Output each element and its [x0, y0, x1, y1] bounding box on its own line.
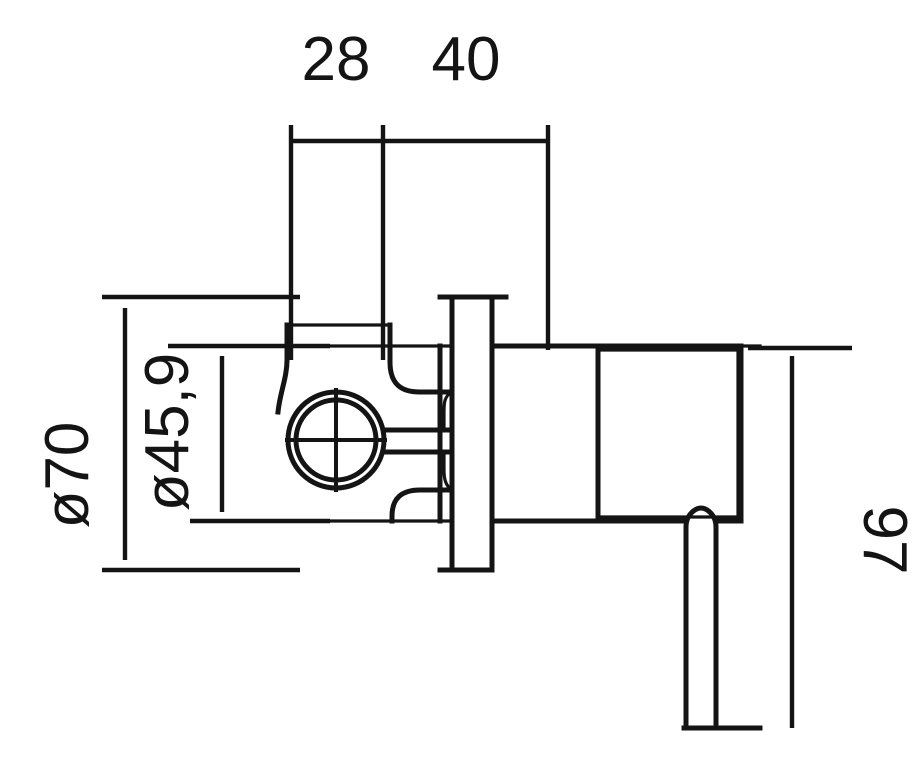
dimension-group-dia70: ø70: [33, 294, 300, 573]
dimension-label-28: 28: [302, 25, 371, 94]
dimension-group-top: 28 40: [288, 25, 551, 360]
outer-sleeve-inner-outline: [596, 348, 740, 519]
dimension-group-97: 97: [748, 345, 915, 728]
valve-assembly-geometry: [268, 294, 763, 731]
dimension-label-dia459: ø45,9: [133, 353, 202, 512]
dimension-label-97: 97: [850, 506, 915, 575]
dimension-label-dia70: ø70: [33, 422, 102, 529]
valve-body-left-arc: [275, 357, 290, 415]
valve-body-lower-shoulder: [389, 487, 455, 524]
valve-body-upper-shoulder: [387, 322, 455, 395]
lever-handle-outline: [683, 505, 719, 731]
outer-sleeve-outer-outline: [595, 343, 744, 524]
escutcheon-flange-plate: [449, 294, 495, 573]
dimension-group-dia459: ø45,9: [133, 343, 330, 524]
inlet-boss-outline: [285, 323, 392, 362]
dimension-label-40: 40: [432, 25, 501, 94]
